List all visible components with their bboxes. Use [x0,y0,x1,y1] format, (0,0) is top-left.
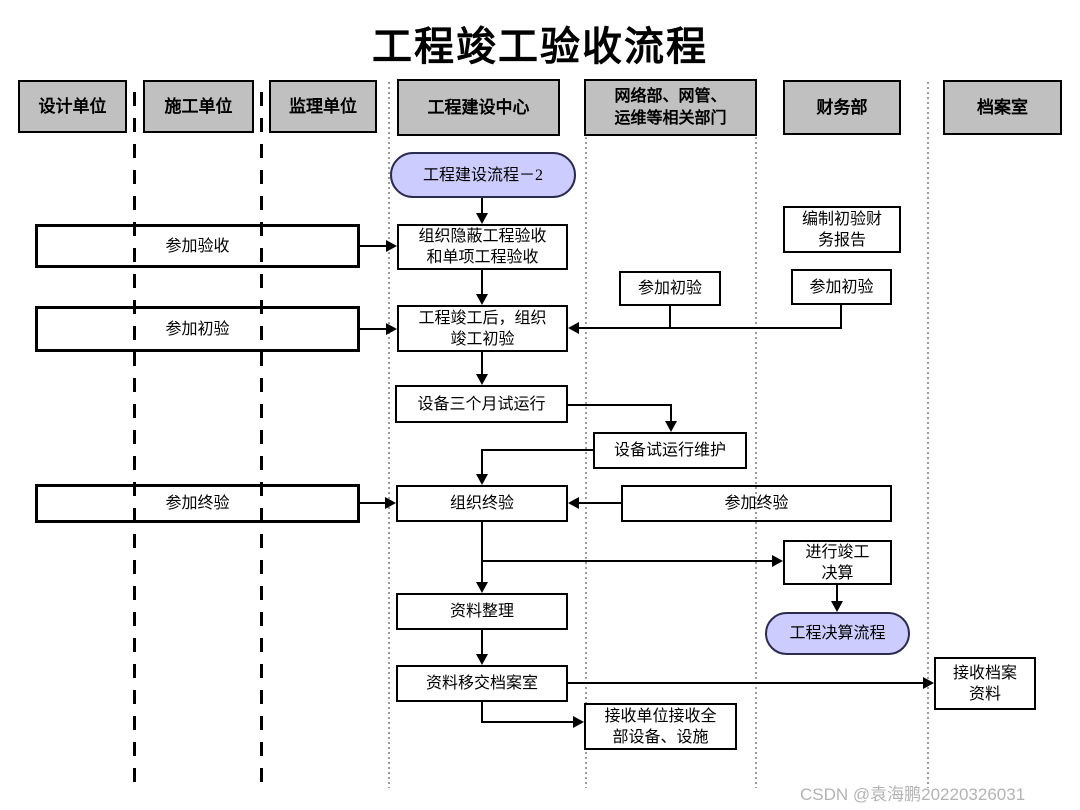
connector-line [482,449,593,451]
trial-run-node: 设备三个月试运行 [395,385,568,423]
arrowhead-down [665,421,677,432]
connector-line [669,306,671,329]
lane-header-network-dept: 网络部、网管、 运维等相关部门 [584,79,757,136]
connector-line [578,327,842,329]
lane-header-supervision: 监理单位 [269,80,377,133]
lane-header-finance-dept: 财务部 [783,80,901,135]
connector-line [481,522,483,584]
connector-line [840,305,842,329]
join-initial-left-node: 参加初验 [35,306,360,352]
arrowhead-left [568,322,579,334]
lane-divider-dashed-2 [260,92,263,785]
lane-header-construction-center: 工程建设中心 [397,79,560,136]
connector-line [836,585,838,603]
initial-acceptance-node: 工程竣工后，组织 竣工初验 [397,305,568,352]
arrowhead-down [831,601,843,612]
arrowhead-down [476,294,488,305]
settlement-oval-node: 工程决算流程 [765,612,910,655]
connector-line [481,630,483,656]
connector-line [481,270,483,296]
lane-divider-dotted-1 [388,82,390,788]
connector-line [578,502,621,504]
connector-line [360,245,388,247]
join-final-right-node: 参加终验 [621,485,892,522]
arrowhead-right [573,716,584,728]
receive-archive-node: 接收档案 资料 [934,657,1036,710]
connector-line [481,702,483,723]
arrowhead-down [476,374,488,385]
lane-divider-dashed-1 [133,92,136,785]
connector-line [481,560,773,562]
arrowhead-right [386,323,397,335]
connector-line [481,352,483,376]
lane-header-design: 设计单位 [18,80,127,133]
connector-line [481,721,574,723]
connector-line [360,328,388,330]
arrowhead-left [568,497,579,509]
transfer-archive-node: 资料移交档案室 [396,665,568,702]
connector-line [568,404,672,406]
connector-line [360,502,388,504]
receive-equipment-node: 接收单位接收全 部设备、设施 [584,703,737,750]
lane-divider-dotted-2 [585,82,587,788]
join-initial-finance-node: 参加初验 [791,269,892,305]
arrowhead-right [923,677,934,689]
trial-maintenance-node: 设备试运行维护 [593,432,747,469]
arrowhead-down [476,474,488,485]
arrowhead-right [385,497,396,509]
final-settlement-node: 进行竣工 决算 [783,540,892,585]
lane-header-construction: 施工单位 [143,80,254,133]
arrowhead-down [476,213,488,224]
csdn-watermark: CSDN @袁海鹏20220326031 [800,785,1026,804]
join-acceptance-node: 参加验收 [35,224,360,268]
prepare-financial-report-node: 编制初验财 务报告 [783,206,901,253]
hidden-acceptance-node: 组织隐蔽工程验收 和单项工程验收 [397,224,568,270]
arrowhead-down [476,654,488,665]
data-sorting-node: 资料整理 [396,593,568,630]
arrowhead-right [772,555,783,567]
lane-divider-dotted-4 [927,82,929,788]
arrowhead-right [386,240,397,252]
final-acceptance-node: 组织终验 [396,485,568,522]
connector-line [568,682,925,684]
join-final-left-node: 参加终验 [35,484,360,523]
connector-line [481,449,483,476]
connector-line [481,198,483,216]
page-title: 工程竣工验收流程 [372,25,708,69]
join-initial-network-node: 参加初验 [619,271,721,306]
connector-line [670,404,672,423]
lane-divider-dotted-3 [755,82,757,788]
lane-header-archive-room: 档案室 [943,80,1062,135]
start-oval-node: 工程建设流程－2 [390,152,576,198]
arrowhead-down [476,582,488,593]
